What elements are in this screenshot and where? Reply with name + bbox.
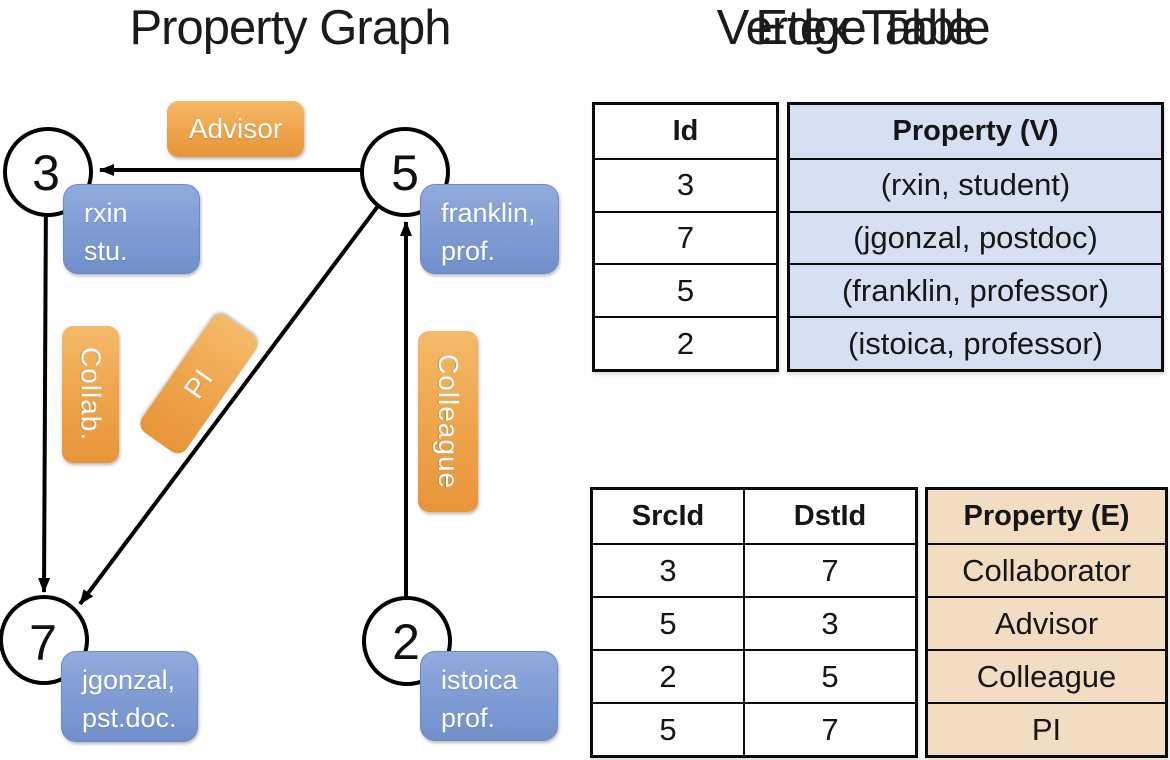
vertex-id-5: 5 (391, 145, 419, 201)
edge-table-header-srcid: SrcId (631, 500, 705, 532)
edge-table-id-columns: SrcId DstId 3 7 5 3 2 5 5 7 (590, 487, 918, 758)
vertex-property-box-7: jgonzal, pst.doc. (61, 651, 198, 742)
vertex-property-line: rxin (84, 198, 128, 228)
vertex-table-property-column: Property (V) (rxin, student) (jgonzal, p… (787, 102, 1164, 372)
table-cell: 2 (593, 649, 743, 702)
table-cell: (istoica, professor) (790, 316, 1161, 369)
edge-label-advisor: Advisor (167, 101, 304, 157)
table-cell: (rxin, student) (790, 157, 1161, 211)
vertex-property-line: prof. (441, 703, 496, 734)
vertex-id-7: 7 (29, 615, 57, 671)
vertex-property-line: stu. (84, 236, 128, 267)
edge-table-property-column: Property (E) Collaborator Advisor Collea… (925, 487, 1168, 758)
edge-5-to-7-arrow (78, 188, 392, 606)
edge-label-collab: Collab. (62, 326, 119, 463)
vertex-id-3: 3 (32, 145, 60, 201)
table-cell: 7 (743, 543, 915, 596)
vertex-property-box-2: istoica prof. (420, 651, 558, 741)
vertex-property-line: jgonzal, (82, 665, 176, 695)
vertex-table-id-column: Id 3 7 5 2 (592, 102, 779, 372)
table-cell: 3 (593, 543, 743, 596)
table-cell: 7 (743, 702, 915, 755)
table-cell: (franklin, professor) (790, 263, 1161, 316)
vertex-property-line: istoica (441, 665, 518, 695)
table-cell: 3 (595, 157, 776, 211)
vertex-property-line: pst.doc. (82, 703, 177, 734)
vertex-property-box-5: franklin, prof. (420, 184, 559, 274)
table-cell: 2 (595, 316, 776, 369)
vertex-table-header-property: Property (V) (892, 114, 1059, 147)
table-cell: 3 (743, 596, 915, 649)
table-cell: 7 (595, 210, 776, 264)
table-cell: (jgonzal, postdoc) (790, 210, 1161, 264)
edge-table-header-dstid: DstId (743, 490, 915, 543)
table-cell: PI (928, 702, 1165, 755)
edge-3-to-7-arrow (38, 189, 51, 593)
table-cell: Colleague (928, 649, 1165, 702)
table-cell: 5 (593, 596, 743, 649)
table-cell: 5 (743, 649, 915, 702)
table-cell: Advisor (928, 596, 1165, 649)
vertex-property-line: franklin, (441, 198, 536, 228)
table-cell: 5 (595, 263, 776, 316)
vertex-property-line: prof. (441, 236, 496, 267)
vertex-table-header-id: Id (672, 114, 699, 147)
edge-label-colleague: Colleague (418, 331, 478, 512)
edge-table-title: Edge Table (755, 1, 990, 55)
property-graph-title: Property Graph (129, 1, 452, 55)
vertex-property-box-3: rxin stu. (63, 184, 200, 274)
vertex-table-title: Vertex Table (716, 1, 975, 55)
vertex-id-2: 2 (392, 614, 420, 670)
table-cell: 5 (593, 702, 743, 755)
table-cell: Collaborator (928, 543, 1165, 596)
edge-table-header-property: Property (E) (963, 500, 1130, 532)
